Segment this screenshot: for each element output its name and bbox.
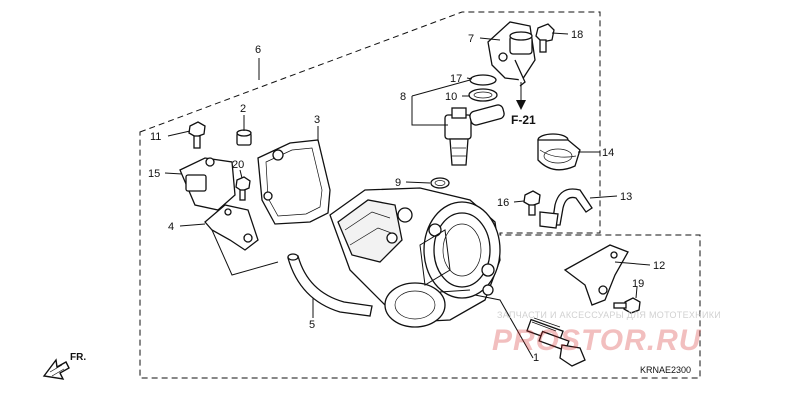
callout-17: 17 — [450, 73, 462, 85]
fuel-injector-part-8 — [444, 104, 505, 166]
callout-18: 18 — [571, 29, 583, 41]
bracket-part-4 — [204, 204, 259, 251]
callout-6: 6 — [255, 44, 261, 56]
callout-11: 11 — [150, 131, 161, 143]
hose-part-5 — [287, 253, 373, 317]
reference-arrow — [516, 82, 526, 110]
bolt-part-18 — [535, 23, 555, 53]
front-direction-indicator: FR. — [42, 352, 86, 380]
idle-air-control-valve — [526, 317, 586, 367]
callout-20: 20 — [232, 159, 244, 171]
callout-15: 15 — [148, 168, 160, 180]
assembly-boundary — [139, 11, 701, 379]
sensor-part-15 — [179, 157, 236, 211]
reference-label: F-21 — [511, 113, 536, 127]
watermark: ЗАПЧАСТИ И АКСЕССУАРЫ ДЛЯ МОТОТЕХНИКИ PR… — [492, 310, 721, 357]
callout-3: 3 — [314, 114, 320, 126]
callout-8: 8 — [400, 91, 406, 103]
callout-16: 16 — [497, 197, 509, 209]
callout-1: 1 — [533, 352, 539, 364]
callout-9: 9 — [395, 177, 401, 189]
front-arrow-icon — [42, 358, 70, 380]
o-rings-part-17-10 — [468, 74, 498, 102]
stay-bracket-part-12 — [563, 244, 629, 306]
sensor-part-7 — [487, 21, 536, 87]
diagram-code: KRNAE2300 — [640, 365, 691, 375]
throttle-body — [329, 187, 501, 328]
callout-14: 14 — [602, 147, 614, 159]
sensor-cover-part-3 — [257, 139, 331, 225]
watermark-logo: PROSTOR.RU — [492, 324, 702, 357]
callout-12: 12 — [653, 260, 665, 272]
cap-part-2 — [236, 129, 252, 146]
leader-lines — [164, 32, 651, 359]
o-ring-part-9 — [430, 177, 450, 189]
rubber-boot-part-14 — [537, 133, 581, 171]
callout-4: 4 — [168, 221, 174, 233]
callout-13: 13 — [620, 191, 632, 203]
callout-2: 2 — [240, 103, 246, 115]
bolt-part-16 — [523, 190, 559, 229]
watermark-caption: ЗАПЧАСТИ И АКСЕССУАРЫ ДЛЯ МОТОТЕХНИКИ — [497, 310, 721, 320]
bolt-part-11 — [188, 121, 206, 149]
front-label: FR. — [70, 352, 86, 363]
callout-7: 7 — [468, 33, 474, 45]
callout-5: 5 — [309, 319, 315, 331]
callout-labels: 1 2 3 4 5 6 7 8 9 10 11 12 13 14 15 16 1… — [148, 29, 665, 364]
clamp-part-13 — [551, 188, 593, 226]
callout-10: 10 — [445, 91, 457, 103]
callout-19: 19 — [632, 278, 644, 290]
bolt-part-19 — [613, 297, 641, 314]
bolt-part-20 — [235, 176, 251, 201]
